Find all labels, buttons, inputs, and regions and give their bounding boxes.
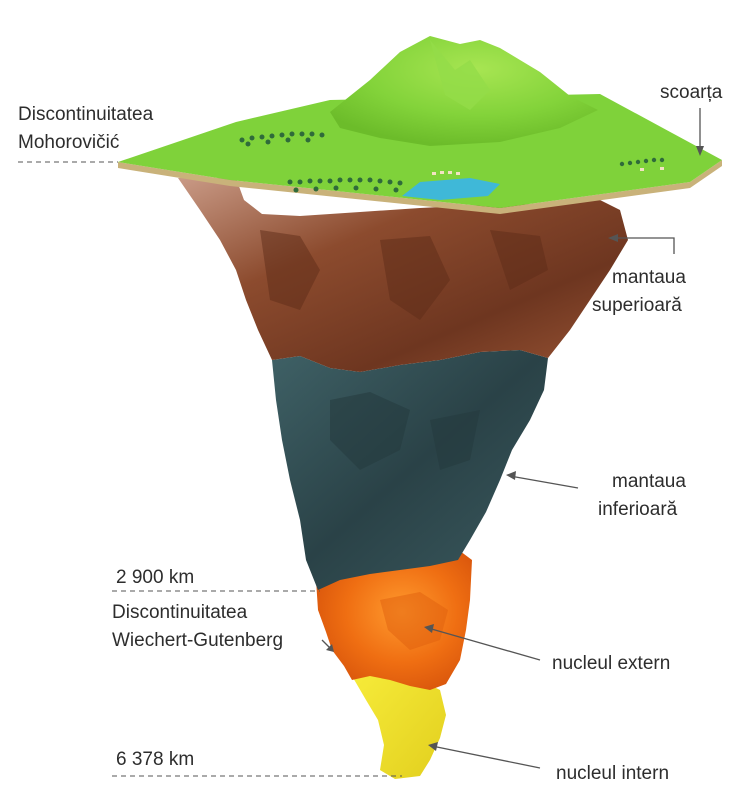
crust-leader [696, 108, 704, 156]
depth-6378-label: 6 378 km [116, 748, 194, 772]
lower-mantle [272, 350, 548, 590]
crust-label: scoarța [660, 81, 722, 105]
outer-core-label: nucleul extern [552, 652, 670, 676]
lower-mantle-label-line2: inferioară [598, 498, 677, 522]
wg-label-line2: Wiechert-Gutenberg [112, 629, 283, 653]
lower-mantle-label-line1: mantaua [612, 470, 686, 494]
upper-mantle-label-line2: superioară [592, 294, 682, 318]
inner-core-leader [428, 742, 540, 768]
lower-mantle-leader [506, 471, 578, 488]
depth-2900-label: 2 900 km [116, 566, 194, 590]
moho-label-line2: Mohorovičić [18, 131, 119, 155]
inner-core-label: nucleul intern [556, 762, 669, 786]
moho-label-line1: Discontinuitatea [18, 103, 153, 127]
wg-label-line1: Discontinuitatea [112, 601, 247, 625]
upper-mantle-label-line1: mantaua [612, 266, 686, 290]
